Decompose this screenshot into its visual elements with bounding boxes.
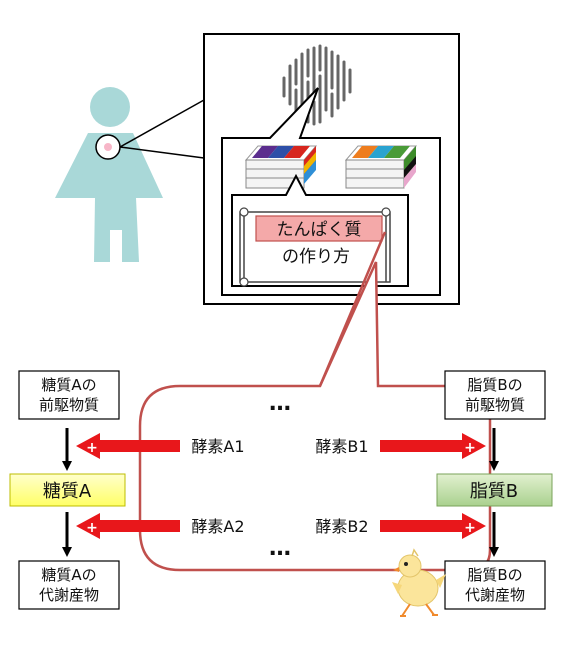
ellipsis-bottom: … [269, 536, 291, 561]
bubble-tail-line [318, 231, 387, 387]
book-stack-icon [244, 145, 318, 189]
lipid-b-box [436, 473, 553, 507]
enzyme-a2-arrow: + [76, 513, 180, 539]
nucleus-dot [104, 143, 112, 151]
lipid-b-precursor-line2: 前駆物質 [465, 396, 525, 414]
sugar-a-precursor-line1: 糖質Aの [41, 376, 96, 394]
enzyme-a1-arrow: + [76, 433, 180, 459]
lipid-b-metabolite-box [444, 560, 546, 610]
lipid-b-label: 脂質B [470, 481, 518, 502]
zoom-line-lower [119, 146, 205, 159]
lipid-b-precursor-line1: 脂質Bの [467, 376, 522, 394]
enzyme-a2-plus: + [86, 520, 98, 536]
zoom-line-upper [119, 99, 205, 148]
scroll-title-line2: の作り方 [282, 247, 350, 267]
enzyme-a1-label: 酵素A1 [191, 437, 244, 456]
enzyme-b2-plus: + [464, 520, 476, 536]
enzyme-a2-label: 酵素A2 [191, 517, 244, 536]
lipid-b-metabolite-line1: 脂質Bの [467, 566, 522, 584]
lipid-b-precursor-box [444, 370, 546, 420]
ellipsis-top: … [269, 391, 291, 416]
sugar-a-metabolite-line1: 糖質Aの [41, 566, 96, 584]
enzyme-b1-label: 酵素B1 [315, 437, 368, 456]
scroll-title-line1: たんぱく質 [277, 220, 362, 240]
person-head [90, 87, 130, 127]
enzyme-b1-arrow: + [380, 433, 486, 459]
enzyme-b2-label: 酵素B2 [315, 517, 368, 536]
book-stack-icon [344, 145, 418, 189]
enzyme-b1-plus: + [464, 440, 476, 456]
scroll-title-highlight [255, 215, 383, 242]
sugar-a-label: 糖質A [43, 481, 92, 502]
sugar-a-precursor-line2: 前駆物質 [39, 396, 99, 414]
enzyme-a1-plus: + [86, 440, 98, 456]
chick-mascot-icon [392, 548, 446, 617]
person-figure [55, 87, 163, 262]
enzyme-b2-arrow: + [380, 513, 486, 539]
sugar-a-metabolite-line2: 代謝産物 [39, 586, 99, 604]
sugar-a-metabolite-box [18, 560, 120, 610]
sugar-a-precursor-box [18, 370, 120, 420]
sugar-a-box [9, 473, 126, 507]
lipid-b-metabolite-line2: 代謝産物 [465, 586, 525, 604]
